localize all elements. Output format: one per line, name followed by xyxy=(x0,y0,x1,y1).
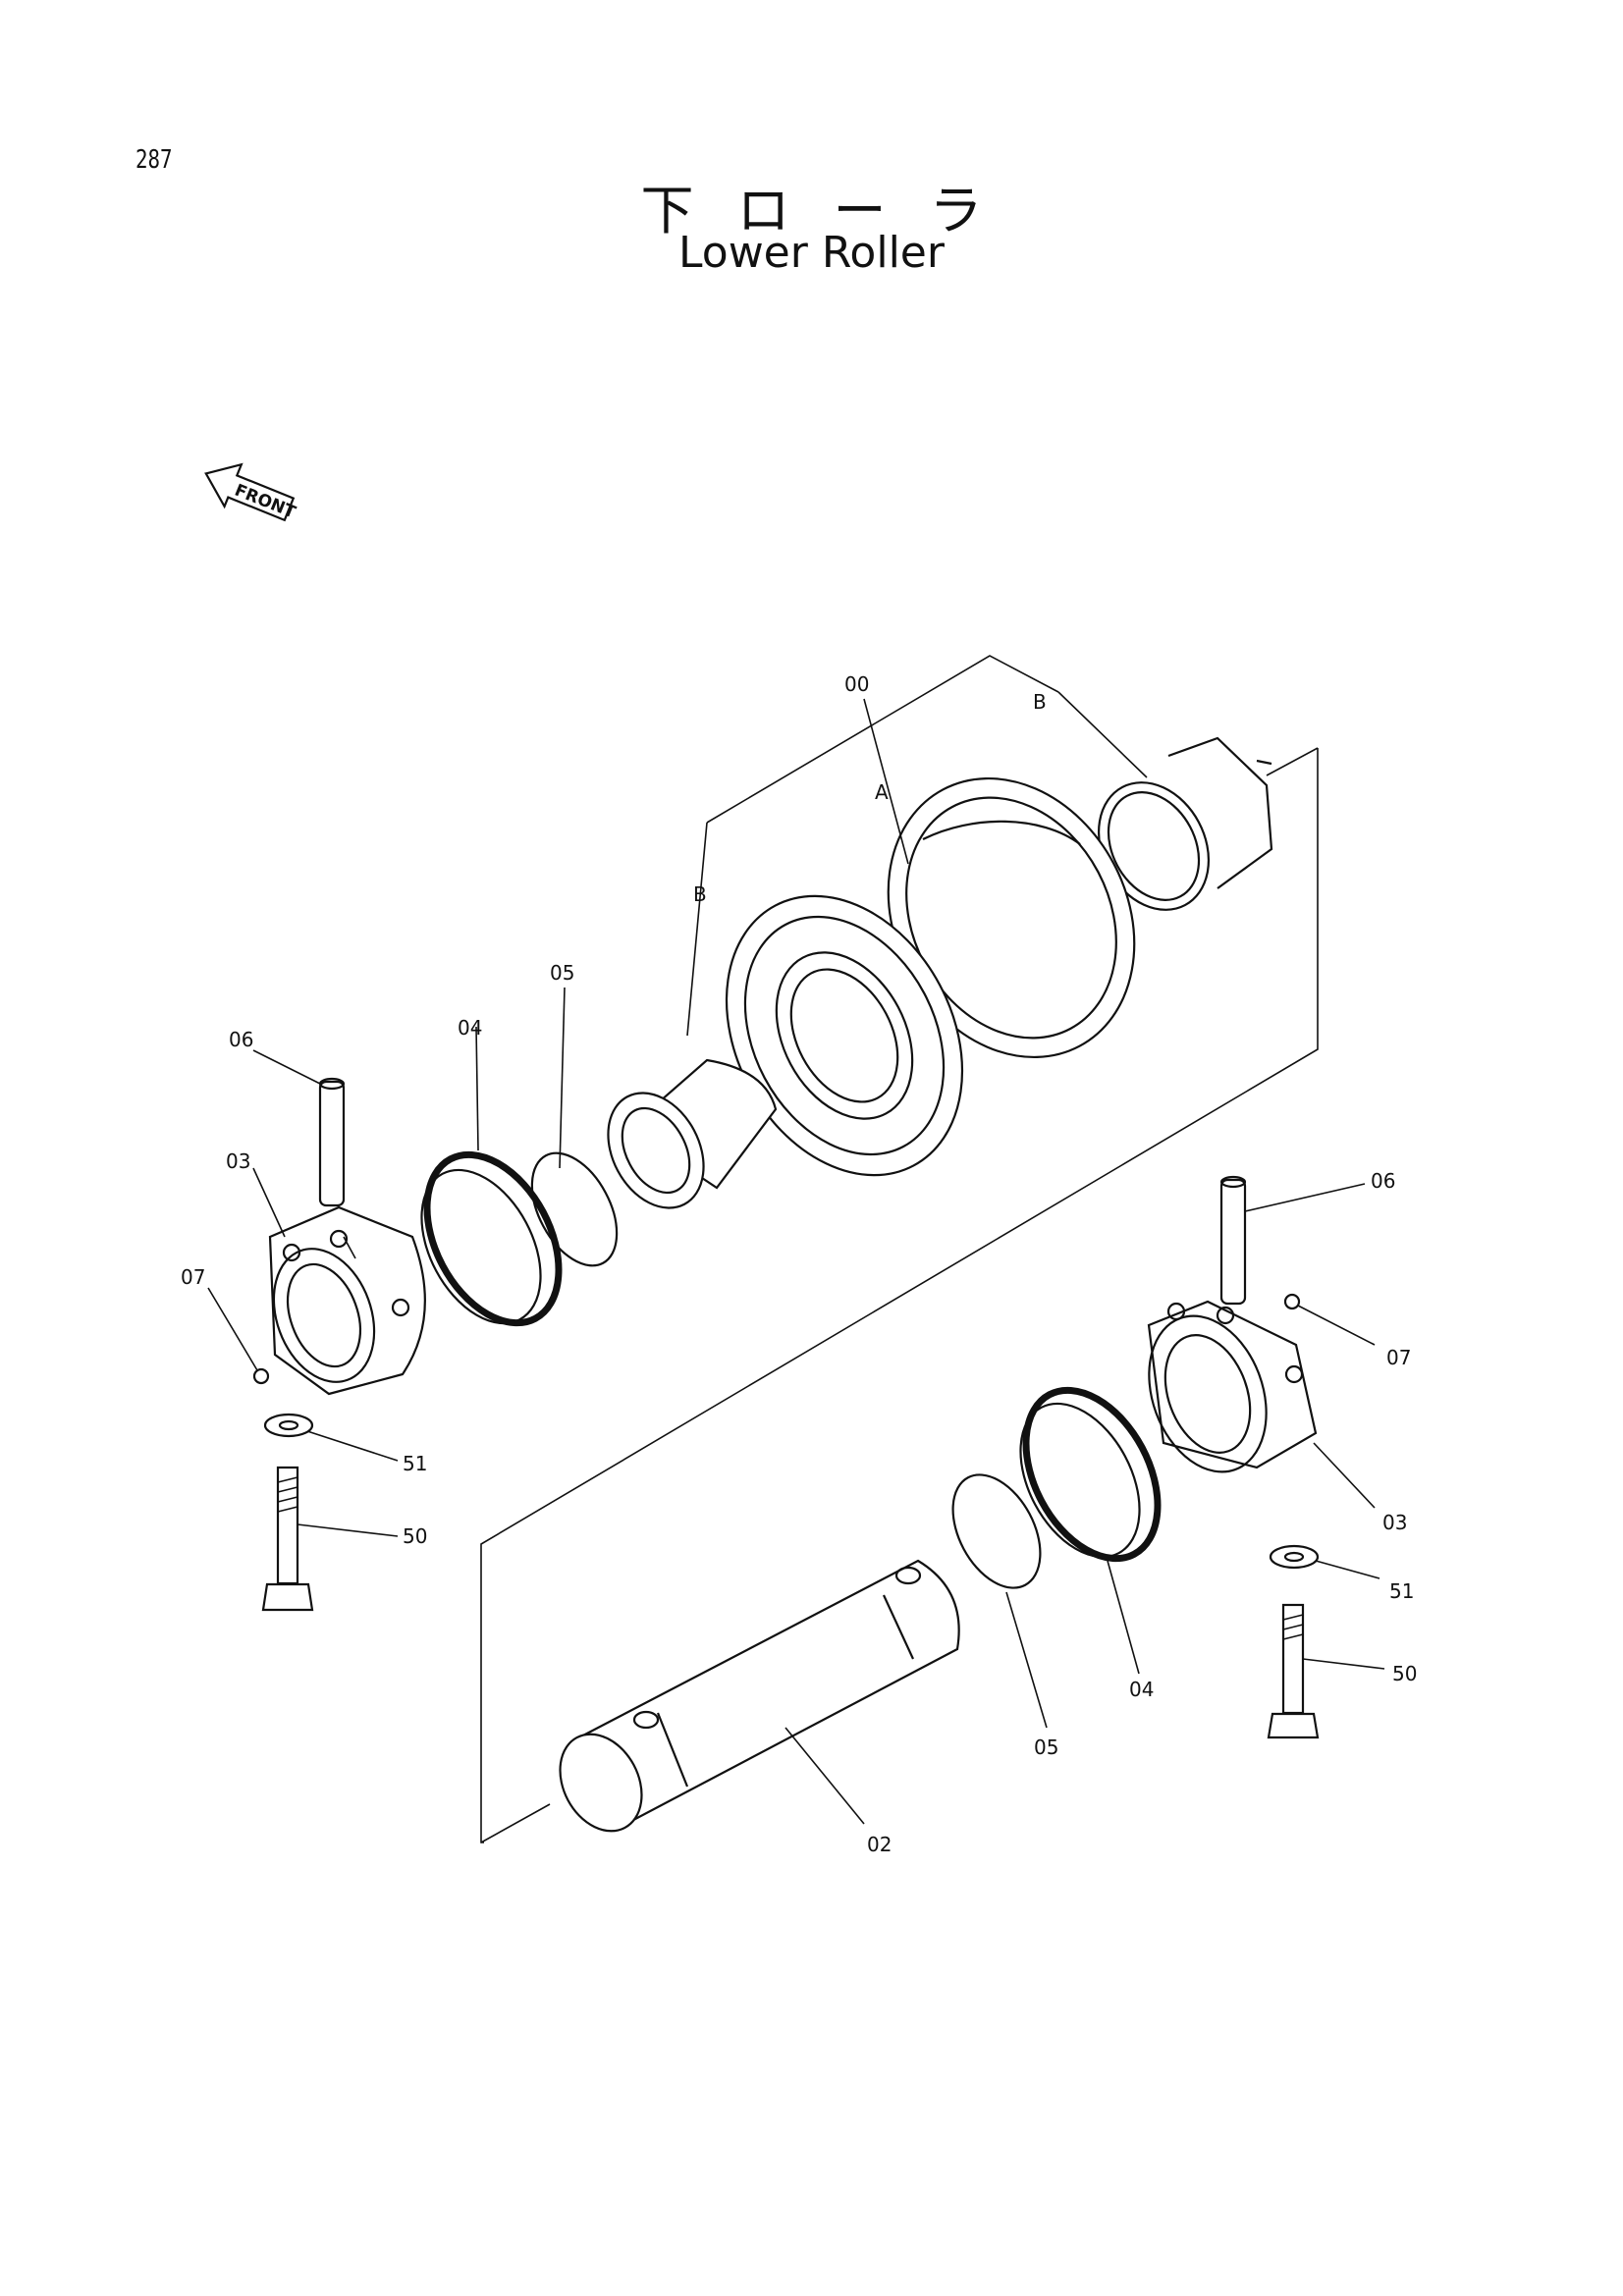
callout-05-right: 05 xyxy=(1034,1735,1058,1759)
o-ring-left xyxy=(530,1151,619,1267)
callout-07-left: 07 xyxy=(181,1265,205,1289)
callout-03-left: 03 xyxy=(226,1149,250,1173)
callout-00: 00 xyxy=(844,672,869,696)
pin-right xyxy=(1219,1175,1247,1306)
callout-B-left: B xyxy=(693,882,707,906)
pin-left xyxy=(318,1077,346,1207)
front-arrow-icon: FRONT xyxy=(204,462,298,523)
bolt-right xyxy=(1267,1603,1320,1739)
callout-51-left: 51 xyxy=(403,1452,427,1475)
o-ring-right xyxy=(951,1473,1042,1589)
bushing-left xyxy=(607,1058,778,1209)
assembly-outline xyxy=(480,655,1319,1843)
callout-04-right: 04 xyxy=(1129,1678,1154,1701)
floating-seal-right xyxy=(1019,1386,1162,1563)
callout-B-top: B xyxy=(1033,690,1047,714)
plug-left xyxy=(252,1367,270,1385)
callout-A: A xyxy=(875,780,889,804)
callout-50-left: 50 xyxy=(403,1524,427,1548)
title-english: Lower Roller xyxy=(678,228,945,278)
callout-04-left: 04 xyxy=(458,1016,482,1040)
washer-left xyxy=(263,1413,314,1438)
bolt-left xyxy=(261,1466,314,1612)
title-japanese: 下ローラ xyxy=(640,180,1026,241)
roller-body xyxy=(725,776,1136,1177)
callout-07-right: 07 xyxy=(1386,1346,1411,1369)
callout-02: 02 xyxy=(867,1833,892,1856)
washer-right xyxy=(1269,1544,1320,1570)
collar-right xyxy=(1147,1300,1318,1473)
callout-51-right: 51 xyxy=(1389,1579,1414,1603)
plug-right xyxy=(1283,1293,1301,1310)
leader-lines xyxy=(207,698,1385,1825)
collar-left xyxy=(268,1205,426,1396)
callout-05-left: 05 xyxy=(550,961,574,985)
callout-03-right: 03 xyxy=(1382,1511,1407,1534)
floating-seal-left xyxy=(420,1150,563,1327)
callout-50-right: 50 xyxy=(1392,1662,1417,1685)
callout-06-left: 06 xyxy=(229,1028,253,1051)
callout-06-right: 06 xyxy=(1371,1169,1395,1193)
shaft xyxy=(559,1559,960,1833)
page-number: 287 xyxy=(135,145,173,175)
